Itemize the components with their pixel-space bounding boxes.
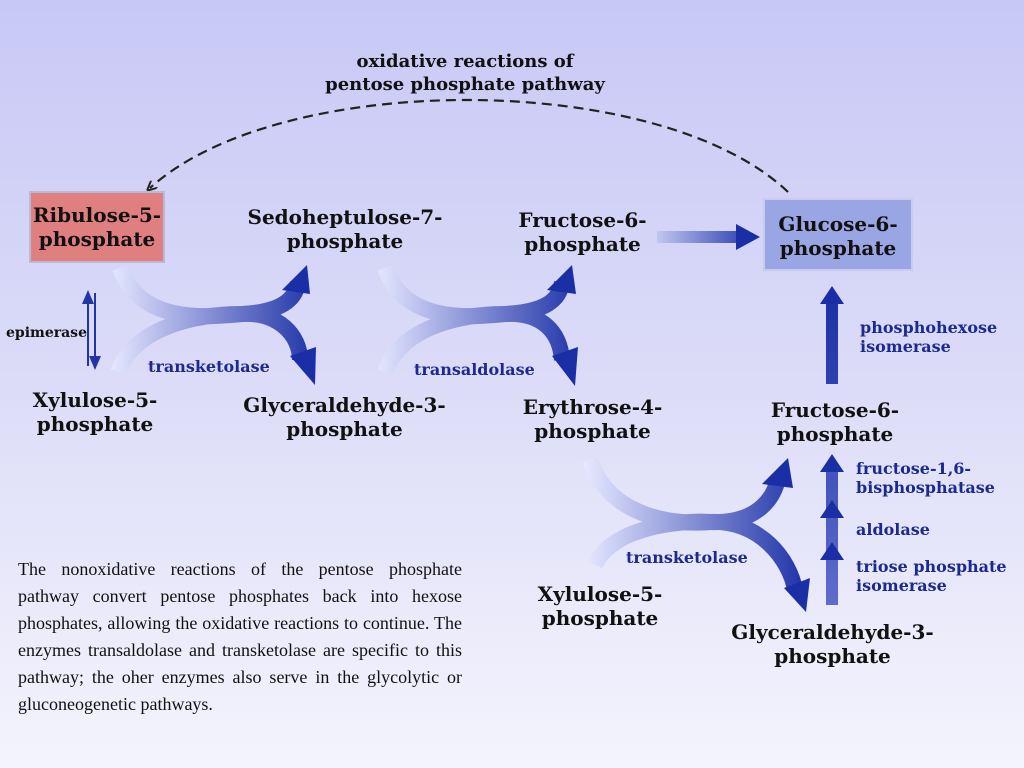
node-line1: Xylulose-5-: [32, 388, 158, 412]
transketolase-crossing-1: [110, 264, 316, 385]
enzyme-line1: phosphohexose: [860, 318, 998, 337]
enzyme-line1: fructose-1,6-: [856, 459, 972, 478]
node-line1: Glucose-6-: [778, 212, 898, 236]
node-xylulose-5-phosphate-bottom: Xylulose-5- phosphate: [515, 582, 685, 630]
node-line1: Ribulose-5-: [32, 203, 162, 227]
node-glyceraldehyde-3-phosphate-top: Glyceraldehyde-3- phosphate: [222, 393, 467, 441]
node-glyceraldehyde-3-phosphate-bottom: Glyceraldehyde-3- phosphate: [710, 620, 955, 668]
node-line2: phosphate: [779, 236, 897, 260]
oxidative-label-line1: oxidative reactions of: [356, 51, 574, 72]
node-fructose-6-phosphate-right: Fructose-6- phosphate: [745, 398, 925, 446]
node-fructose-6-phosphate-top: Fructose-6- phosphate: [495, 208, 670, 256]
node-ribulose-5-phosphate: Ribulose-5- phosphate: [30, 203, 164, 251]
enzyme-line2: isomerase: [856, 576, 947, 595]
node-line1: Xylulose-5-: [537, 582, 663, 606]
node-erythrose-4-phosphate: Erythrose-4- phosphate: [500, 395, 685, 443]
node-line2: phosphate: [774, 644, 891, 668]
enzyme-line2: bisphosphatase: [856, 478, 995, 497]
node-line2: phosphate: [286, 229, 404, 253]
node-line1: Sedoheptulose-7-: [247, 205, 443, 229]
node-line2: phosphate: [36, 412, 154, 436]
glucose-box: [763, 198, 913, 271]
arrow-to-glucose: [657, 224, 760, 250]
node-line2: phosphate: [776, 422, 894, 446]
oxidative-label: oxidative reactions of pentose phosphate…: [320, 50, 610, 96]
transketolase-crossing-2: [582, 457, 810, 612]
node-sedoheptulose-7-phosphate: Sedoheptulose-7- phosphate: [230, 205, 460, 253]
enzyme-line1: triose phosphate: [856, 557, 1007, 576]
vertical-arrow-chain: [820, 454, 844, 605]
node-line2: phosphate: [286, 417, 403, 441]
ribulose-box: [29, 191, 165, 263]
node-glucose-6-phosphate: Glucose-6- phosphate: [764, 212, 912, 260]
oxidative-dashed-arrow: [150, 98, 789, 193]
enzyme-phosphohexose-isomerase: phosphohexose isomerase: [860, 318, 997, 356]
epimerase-arrows: [82, 290, 101, 370]
node-line1: Fructose-6-: [770, 398, 900, 422]
enzyme-transketolase-2: transketolase: [626, 548, 748, 567]
enzyme-transaldolase: transaldolase: [414, 360, 535, 379]
node-line2: phosphate: [541, 606, 659, 630]
node-line1: Fructose-6-: [518, 208, 647, 232]
caption-text: The nonoxidative reactions of the pentos…: [18, 559, 462, 714]
vertical-arrow-f6p-to-g6p: [820, 286, 844, 384]
enzyme-triose-phosphate-isomerase: triose phosphate isomerase: [856, 557, 1007, 595]
node-line1: Glyceraldehyde-3-: [731, 620, 934, 644]
node-line1: Erythrose-4-: [522, 395, 663, 419]
enzyme-fructose-bisphosphatase: fructose-1,6- bisphosphatase: [856, 459, 995, 497]
node-line2: phosphate: [524, 232, 641, 256]
enzyme-epimerase: epimerase: [6, 325, 87, 341]
node-line1: Glyceraldehyde-3-: [243, 393, 446, 417]
node-line2: phosphate: [534, 419, 651, 443]
oxidative-label-line2: pentose phosphate pathway: [325, 74, 605, 95]
enzyme-line2: isomerase: [860, 337, 951, 356]
node-xylulose-5-phosphate-left: Xylulose-5- phosphate: [10, 388, 180, 436]
transaldolase-crossing: [377, 264, 578, 386]
node-line2: phosphate: [38, 227, 156, 251]
enzyme-aldolase: aldolase: [856, 520, 930, 539]
enzyme-transketolase-1: transketolase: [148, 357, 270, 376]
